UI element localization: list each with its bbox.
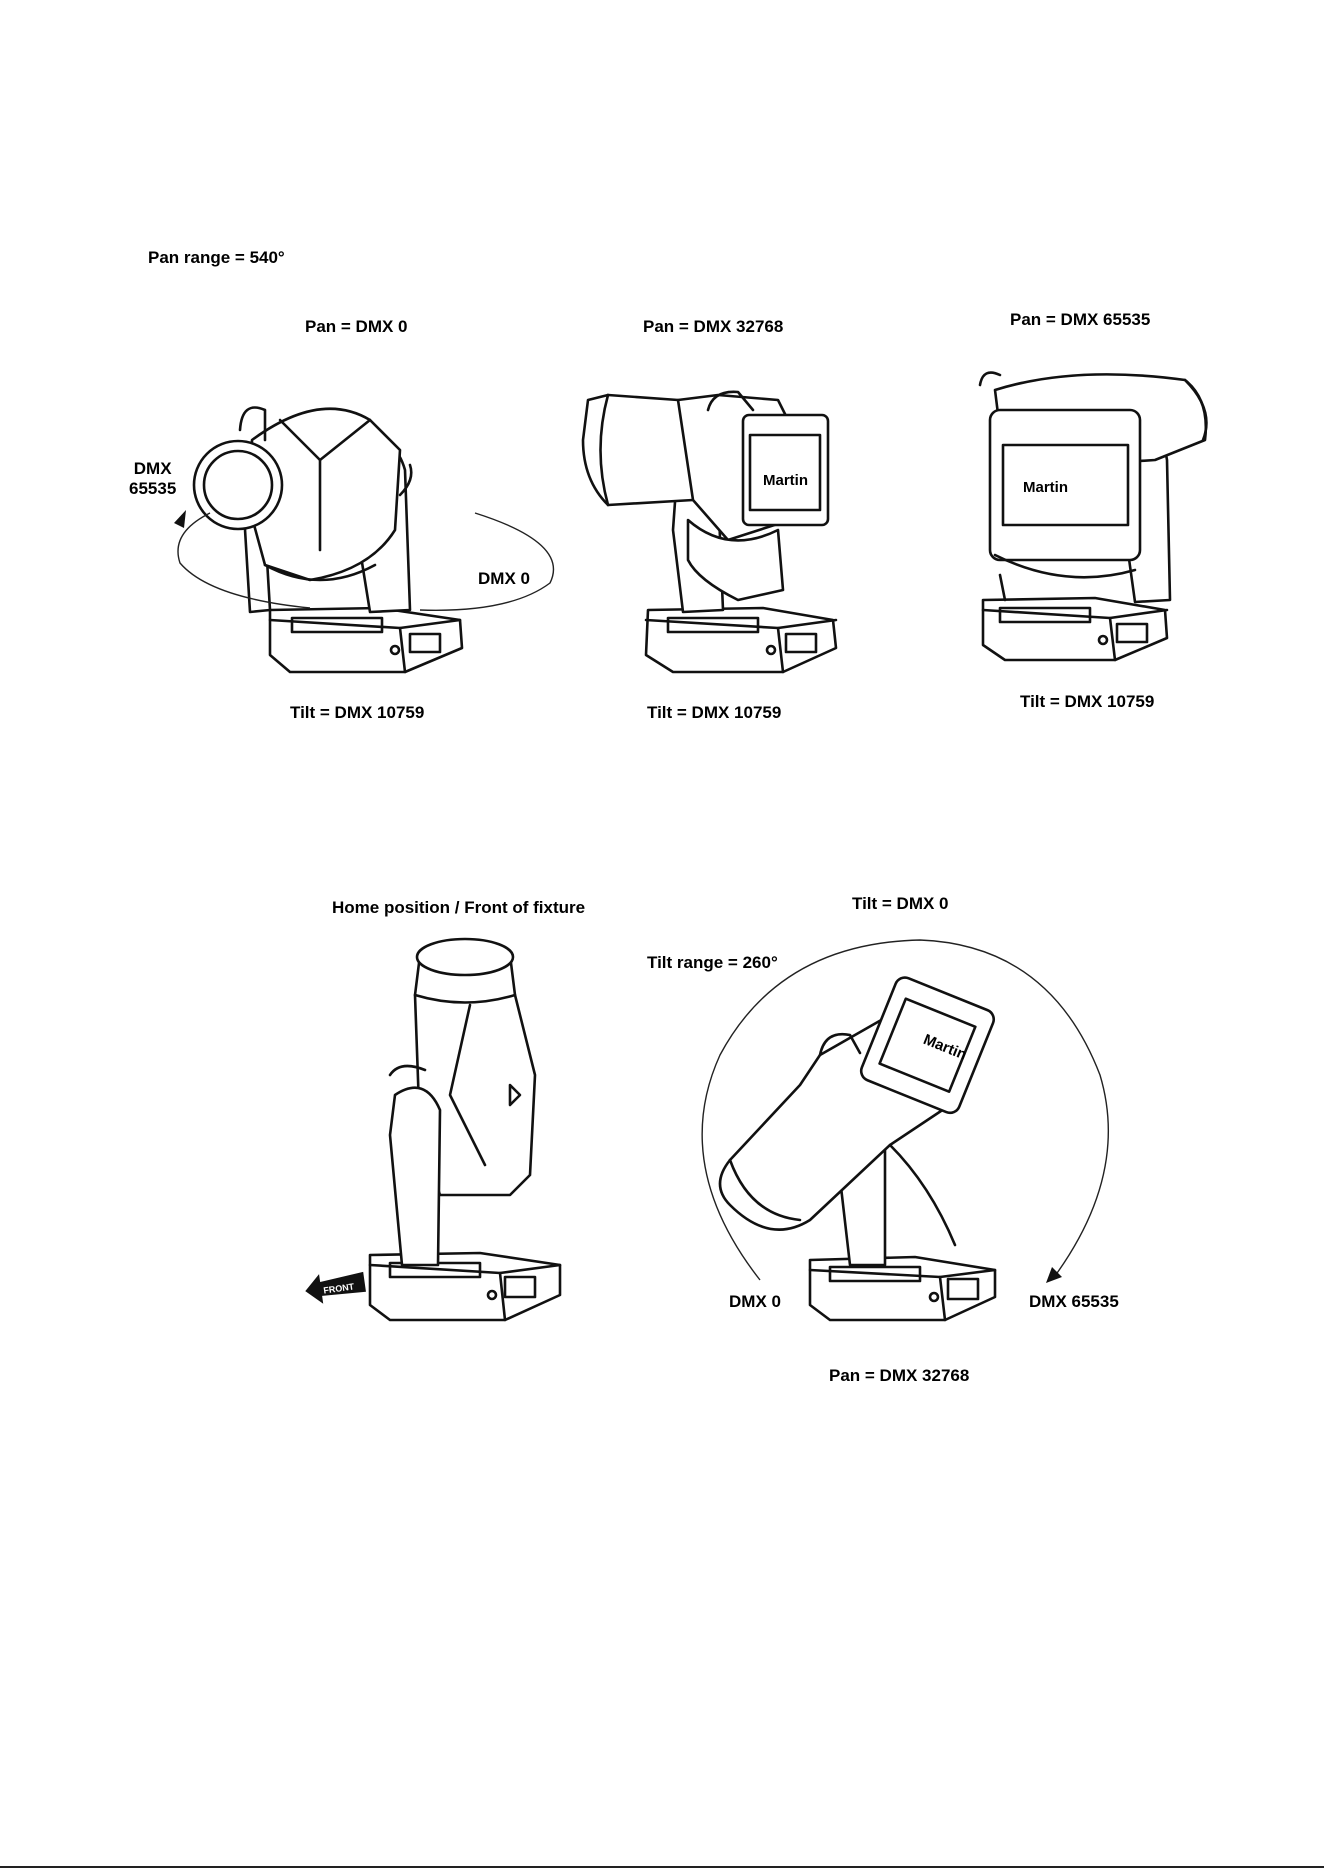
tilt-label-1: Tilt = DMX 10759 [290, 703, 424, 723]
martin-logo: Martin [763, 472, 808, 489]
fixture-pan-65535: Martin [975, 370, 1215, 660]
pan-label-2: Pan = DMX 32768 [643, 317, 783, 337]
tilt-top-label: Tilt = DMX 0 [852, 894, 949, 914]
page-bottom-rule [0, 1866, 1324, 1868]
tilt-range-figure: Martin [690, 935, 1120, 1315]
pan-label-1: Pan = DMX 0 [305, 317, 408, 337]
fixture-pan-32768: Martin [578, 380, 878, 680]
martin-logo: Martin [1023, 479, 1068, 496]
fixture-home-position [360, 935, 580, 1335]
curved-arrow-icon [170, 488, 570, 628]
pan-label-3: Pan = DMX 65535 [1010, 310, 1150, 330]
home-position-title: Home position / Front of fixture [332, 898, 585, 918]
pan-range-label: Pan range = 540° [148, 248, 285, 268]
tilt-label-2: Tilt = DMX 10759 [647, 703, 781, 723]
tilt-label-3: Tilt = DMX 10759 [1020, 692, 1154, 712]
front-arrow-icon: FRONT [305, 1270, 367, 1309]
tilt-pan-label: Pan = DMX 32768 [829, 1366, 969, 1386]
